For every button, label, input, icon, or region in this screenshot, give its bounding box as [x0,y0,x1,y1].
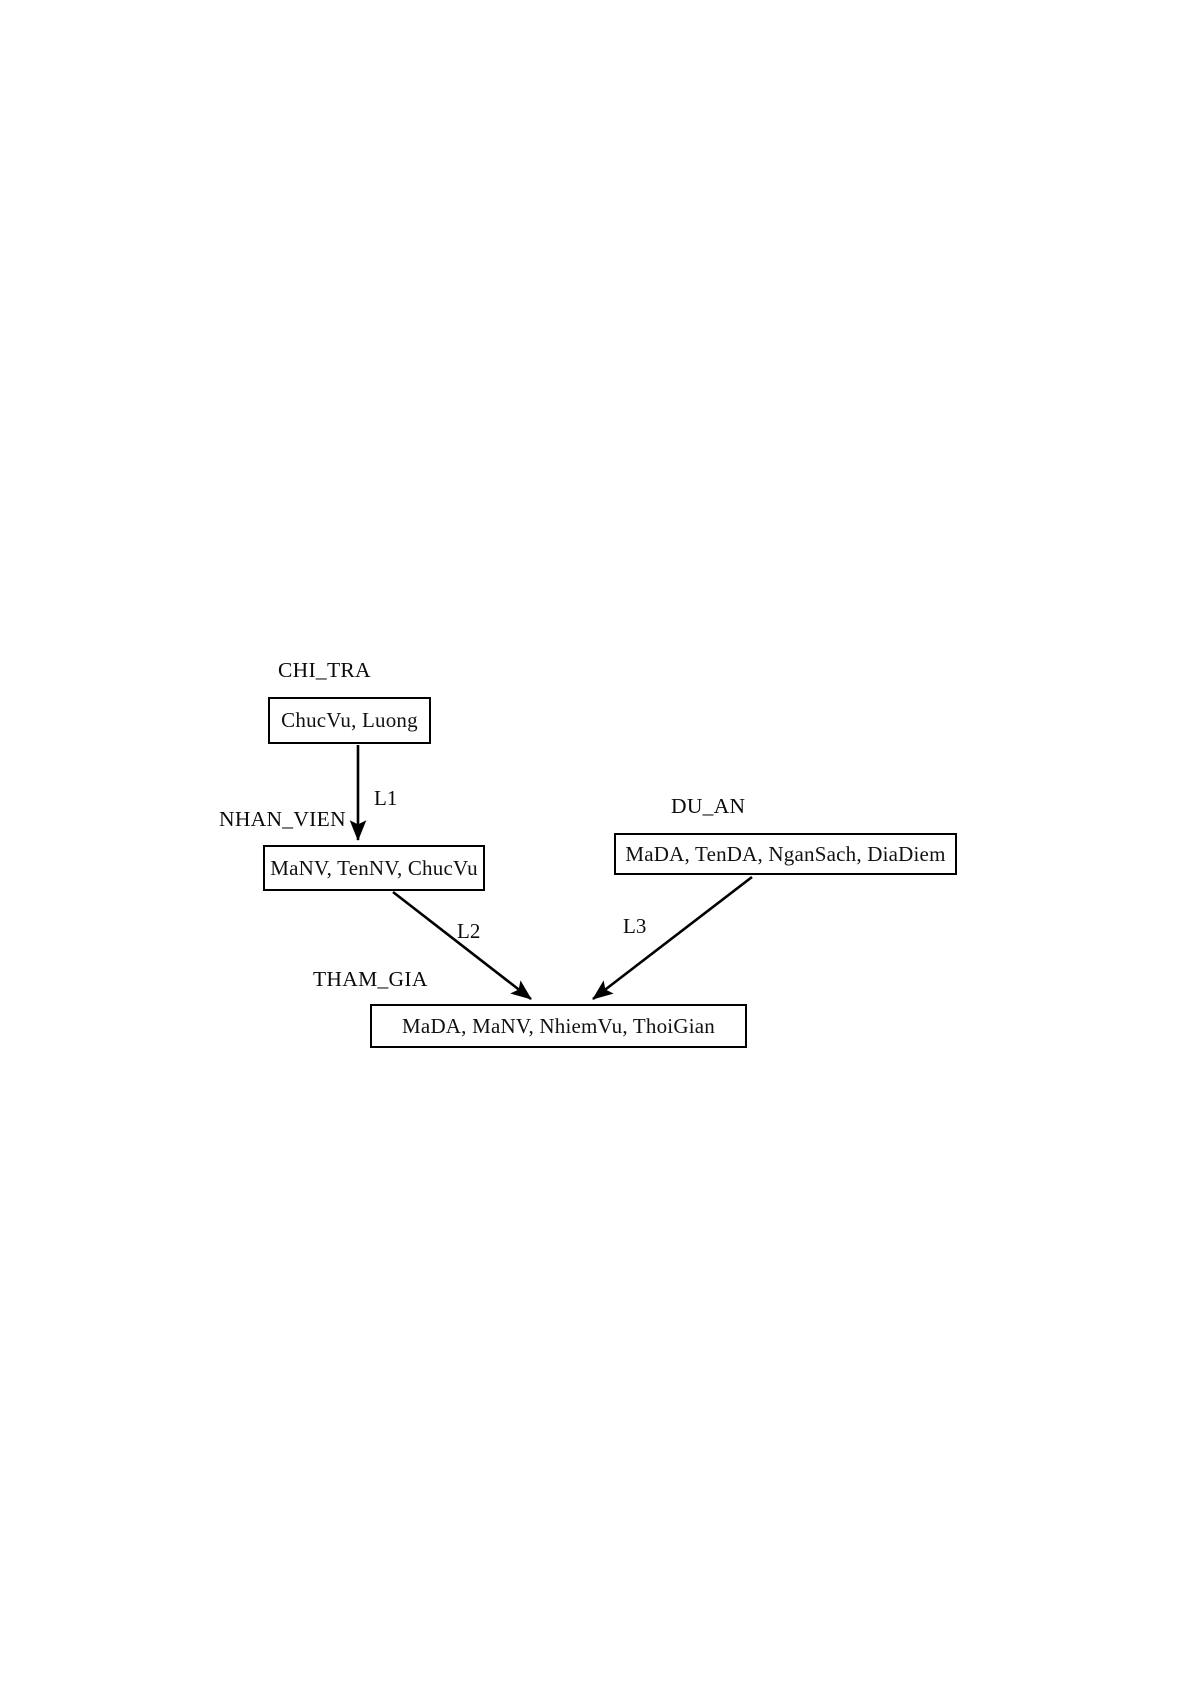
entity-box-chi-tra: ChucVu, Luong [268,697,431,744]
entity-box-tham-gia: MaDA, MaNV, NhiemVu, ThoiGian [370,1004,747,1048]
edge-label-l1: L1 [374,786,398,810]
entity-attributes-du-an: MaDA, TenDA, NganSach, DiaDiem [625,841,946,866]
entity-label-tham-gia: THAM_GIA [313,967,428,991]
entity-attributes-nhan-vien: MaNV, TenNV, ChucVu [270,855,478,880]
edge-l3-arrow [592,875,753,1001]
edge-label-l3: L3 [623,914,647,938]
entity-box-du-an: MaDA, TenDA, NganSach, DiaDiem [614,833,957,875]
edge-label-l2: L2 [457,919,481,943]
entity-label-du-an: DU_AN [671,794,746,818]
entity-attributes-tham-gia: MaDA, MaNV, NhiemVu, ThoiGian [402,1013,715,1038]
entity-attributes-chi-tra: ChucVu, Luong [281,708,418,732]
entity-box-nhan-vien: MaNV, TenNV, ChucVu [263,845,485,891]
entity-label-chi-tra: CHI_TRA [278,658,371,682]
entity-label-nhan-vien: NHAN_VIEN [219,807,346,831]
